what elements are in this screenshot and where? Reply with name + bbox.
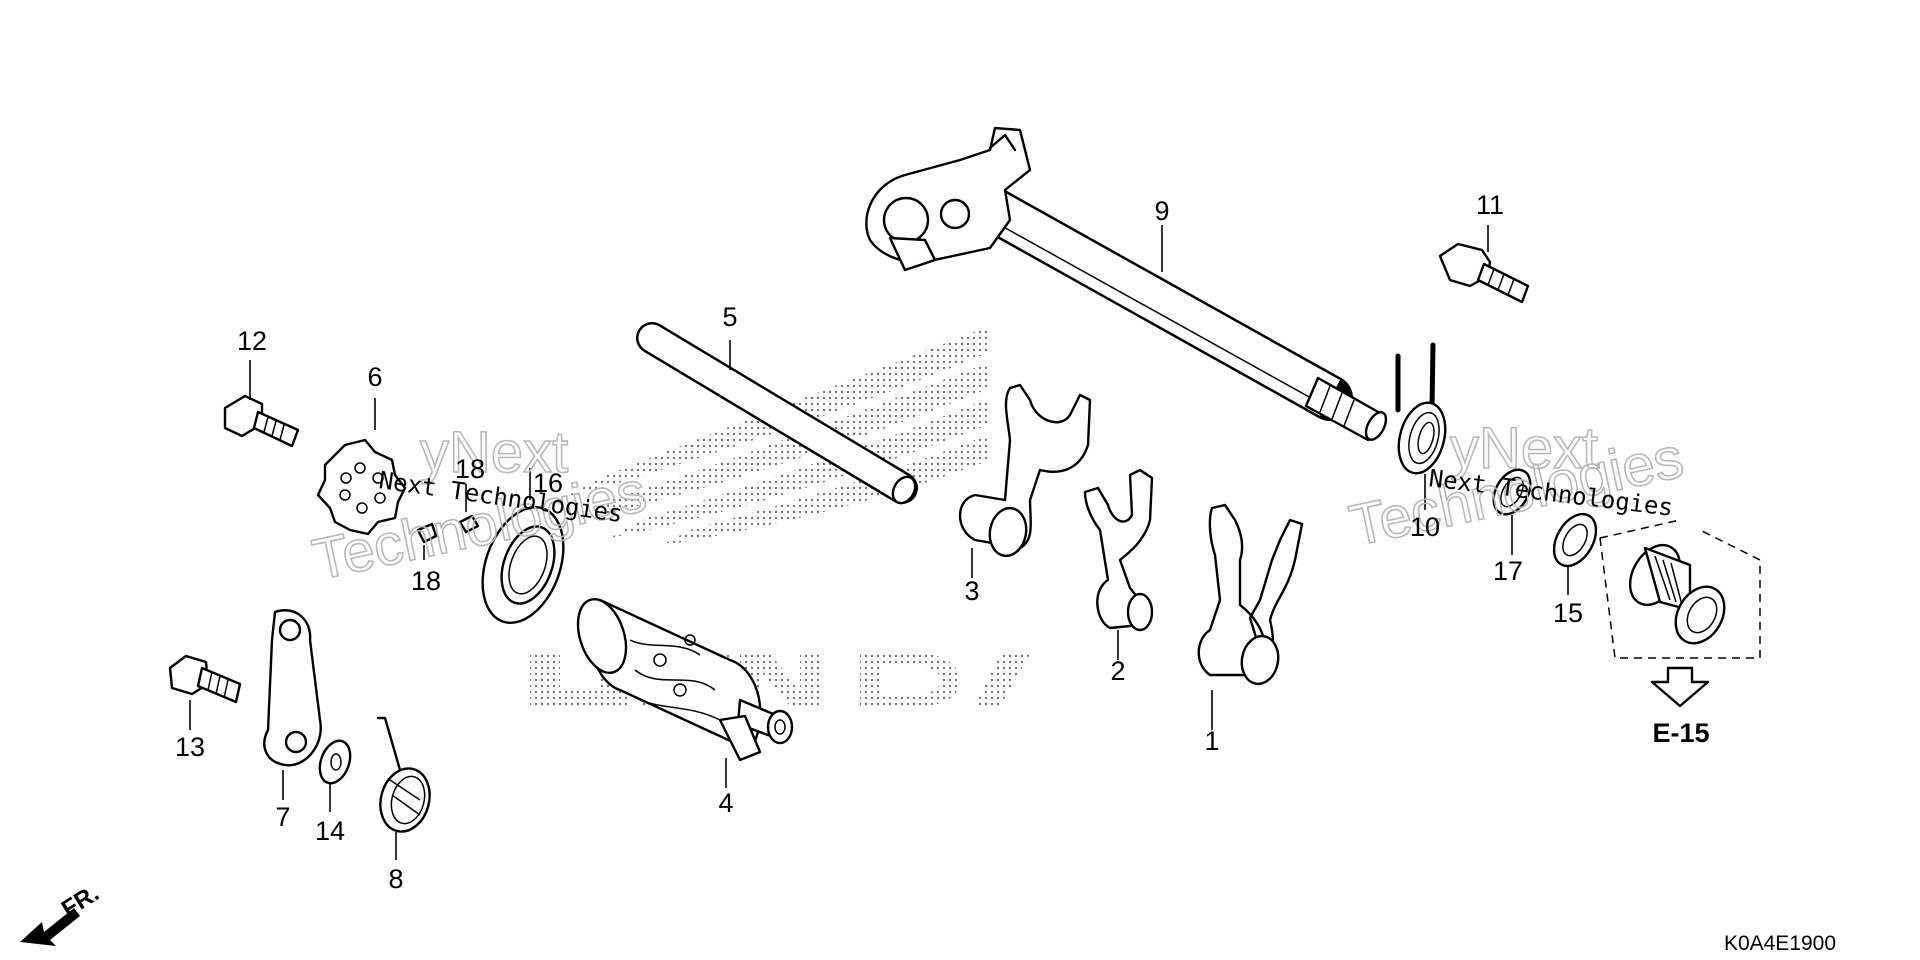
callout-7: 7 — [275, 802, 290, 832]
callout-8: 8 — [388, 864, 403, 894]
callout-18-lower: 18 — [411, 566, 441, 596]
leader-lines — [189, 225, 1569, 860]
front-direction-arrow — [20, 908, 80, 946]
callout-11: 11 — [1476, 190, 1504, 220]
callout-17: 17 — [1493, 556, 1523, 586]
part-16-bearing — [481, 506, 565, 624]
reference-label: E-15 — [1652, 718, 1709, 748]
callout-1: 1 — [1204, 726, 1219, 756]
callout-16: 16 — [533, 468, 563, 498]
callout-13: 13 — [175, 732, 205, 762]
part-7-stopper-arm — [263, 609, 322, 767]
part-17-circlip — [1492, 468, 1532, 516]
callout-15: 15 — [1553, 598, 1583, 628]
callout-5: 5 — [722, 302, 737, 332]
callout-18-upper: 18 — [455, 454, 485, 484]
callout-6: 6 — [367, 362, 382, 392]
part-18-dowel-pin-upper — [458, 514, 480, 534]
part-5-fork-shaft — [636, 322, 918, 505]
watermark-ghost-left-top: yNext — [420, 420, 568, 485]
part-8-return-spring — [376, 716, 431, 833]
needle-bearing-assembly — [1599, 519, 1761, 659]
part-13-bolt — [168, 654, 242, 704]
callout-3: 3 — [964, 576, 979, 606]
callout-12: 12 — [237, 326, 267, 356]
callout-10: 10 — [1410, 512, 1440, 542]
callout-9: 9 — [1154, 196, 1169, 226]
part-9-gearshift-spindle — [865, 126, 1388, 442]
diagram-code: K0A4E1900 — [1724, 932, 1836, 955]
part-3-shift-fork — [958, 383, 1092, 558]
callout-2: 2 — [1110, 656, 1125, 686]
watermark-ghost-right-top: yNext — [1450, 416, 1598, 481]
part-4-shift-drum — [576, 598, 794, 762]
part-11-bolt — [1438, 242, 1530, 304]
part-18-dowel-pin-lower — [416, 522, 438, 544]
part-12-bolt — [223, 394, 300, 448]
part-10-torsion-spring — [1395, 342, 1447, 475]
part-6-stopper-plate — [316, 438, 407, 536]
callout-14: 14 — [315, 816, 345, 846]
reference-arrow-down — [1650, 666, 1710, 708]
part-2-shift-fork — [1083, 468, 1154, 632]
callouts: 1 2 3 4 5 6 7 8 9 10 11 12 13 14 15 16 1… — [175, 190, 1583, 894]
part-15-washer — [1552, 512, 1598, 568]
part-1-shift-fork — [1197, 503, 1304, 686]
part-14-washer — [318, 739, 352, 785]
callout-4: 4 — [718, 788, 733, 818]
